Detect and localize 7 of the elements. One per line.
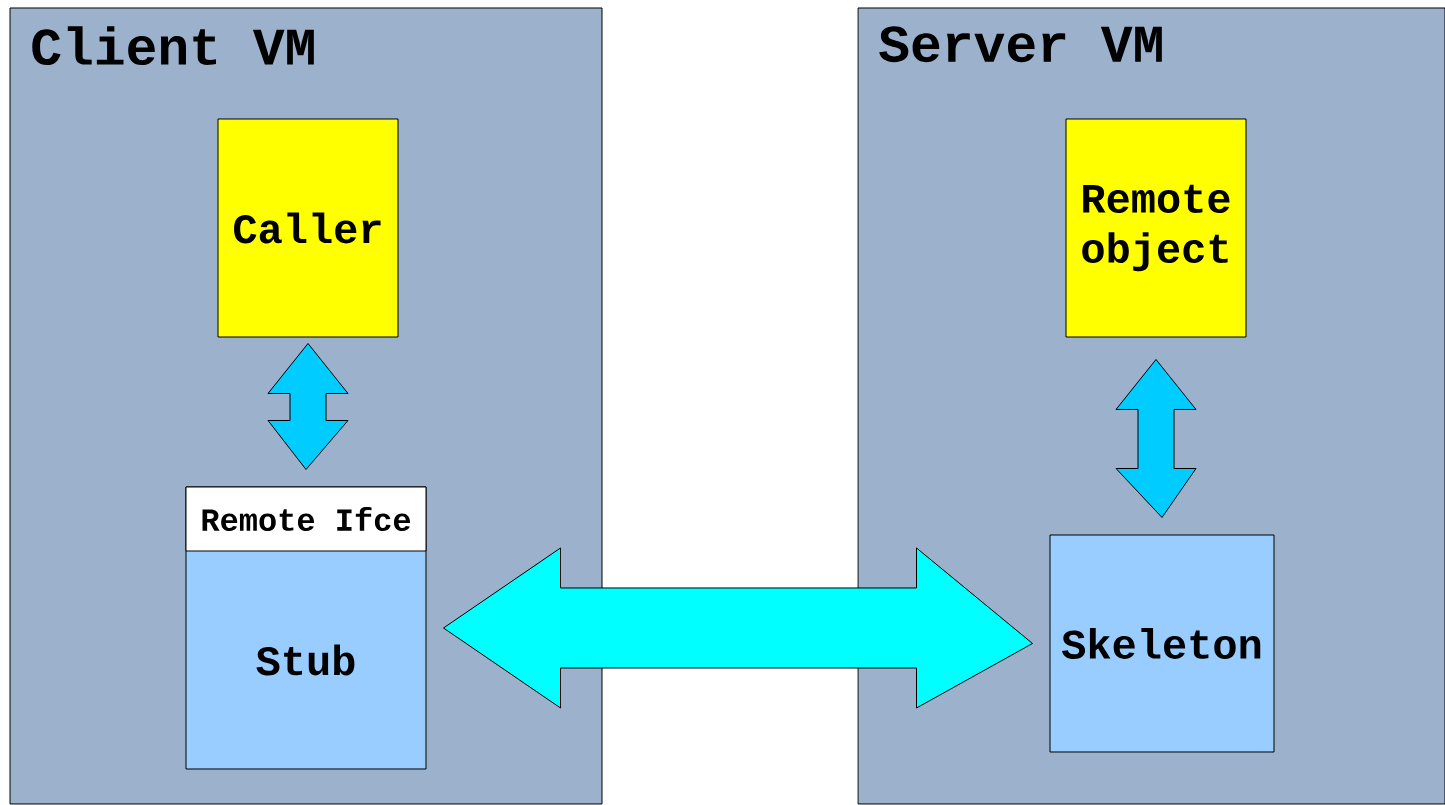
stub-box: Remote Ifce Stub (185, 486, 427, 770)
double-arrow (267, 343, 349, 470)
double-arrow (443, 547, 1033, 709)
double-arrow (1115, 359, 1197, 518)
component-box: Caller (217, 118, 399, 338)
component-box: Remote object (1065, 118, 1247, 338)
component-box: Skeleton (1049, 534, 1275, 753)
